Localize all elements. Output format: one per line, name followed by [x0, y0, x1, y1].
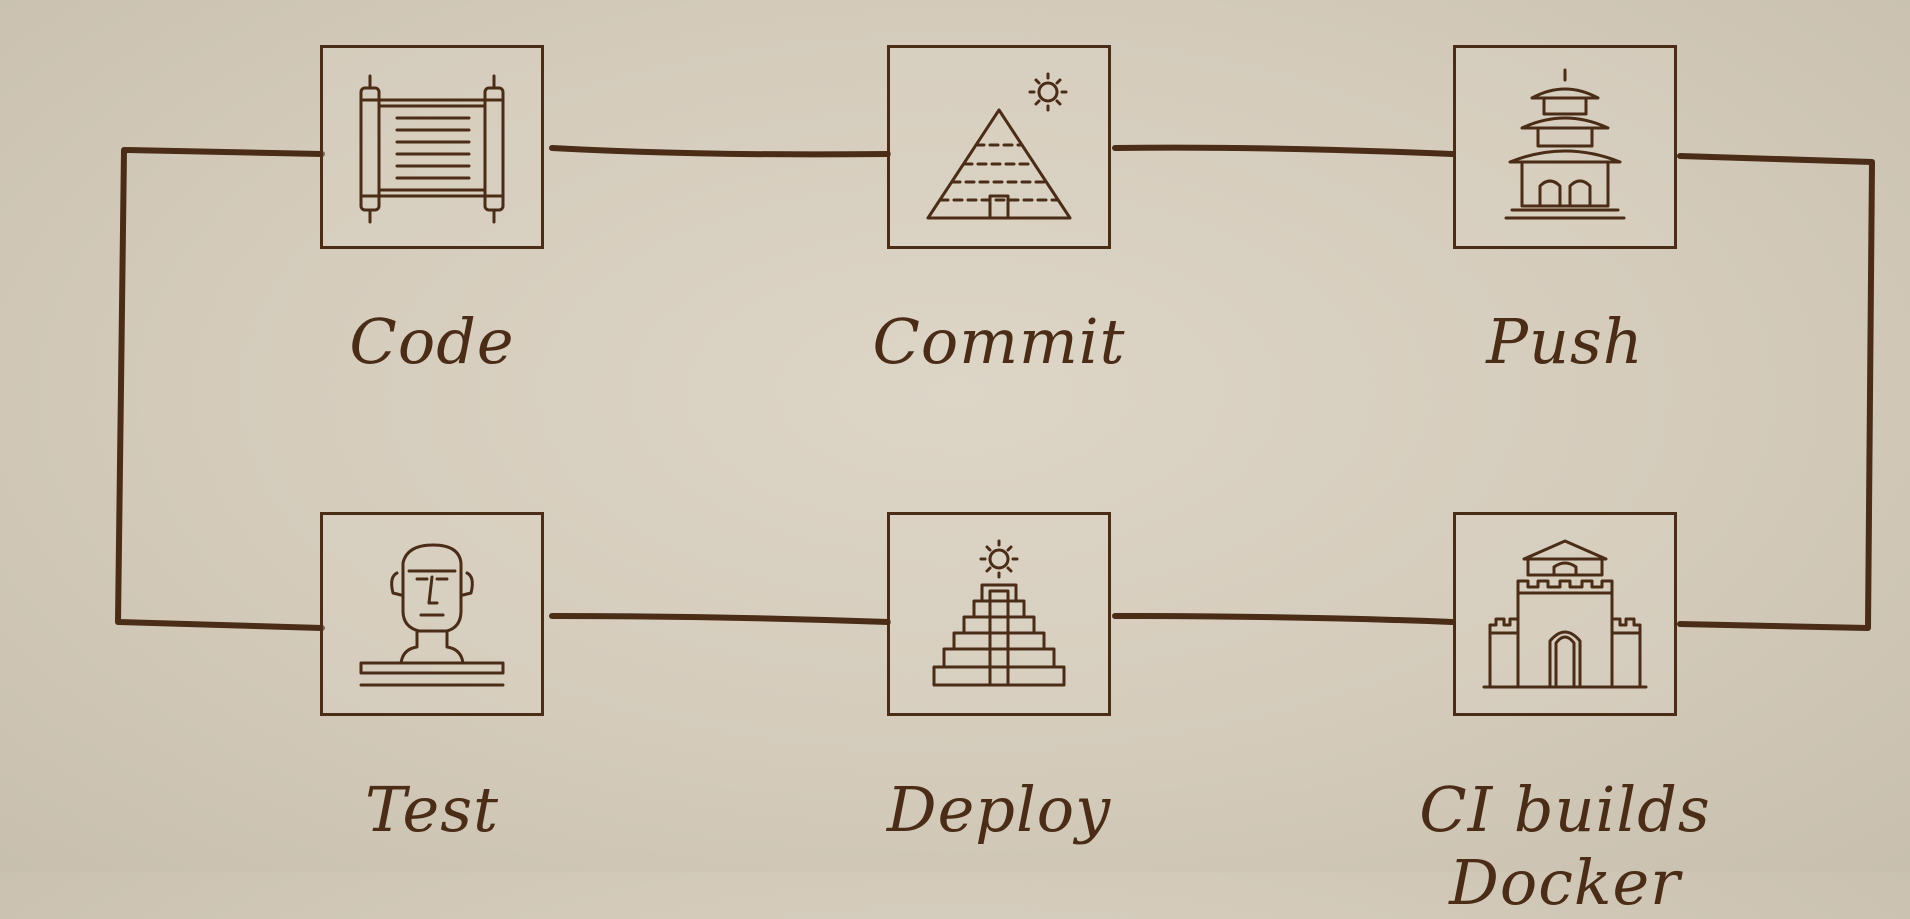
node-deploy-label: Deploy	[886, 773, 1112, 846]
moai-statue-icon	[359, 543, 505, 687]
node-push	[1453, 45, 1677, 249]
node-code-label: Code	[349, 305, 515, 378]
node-test-label: Test	[365, 773, 499, 846]
connector-cibuild-deploy	[1112, 613, 1455, 625]
step-pyramid-icon	[932, 539, 1066, 687]
node-commit	[887, 45, 1111, 249]
connector-push-cibuild	[1677, 153, 1875, 631]
connector-commit-push	[1112, 144, 1455, 157]
connector-test-code	[115, 147, 325, 631]
connector-deploy-test	[549, 613, 891, 625]
flow-connectors	[115, 144, 1875, 631]
node-ci-builds-docker	[1453, 512, 1677, 716]
node-code	[320, 45, 544, 249]
pyramid-icon	[926, 72, 1072, 220]
node-deploy	[887, 512, 1111, 716]
node-push-label: Push	[1486, 305, 1644, 378]
pagoda-icon	[1504, 68, 1626, 220]
node-commit-label: Commit	[872, 305, 1126, 378]
connector-code-commit	[549, 145, 891, 158]
node-test	[320, 512, 544, 716]
scroll-icon	[359, 74, 505, 224]
castle-icon	[1482, 539, 1648, 689]
node-ci-builds-docker-label: CI builds Docker	[1419, 773, 1711, 919]
